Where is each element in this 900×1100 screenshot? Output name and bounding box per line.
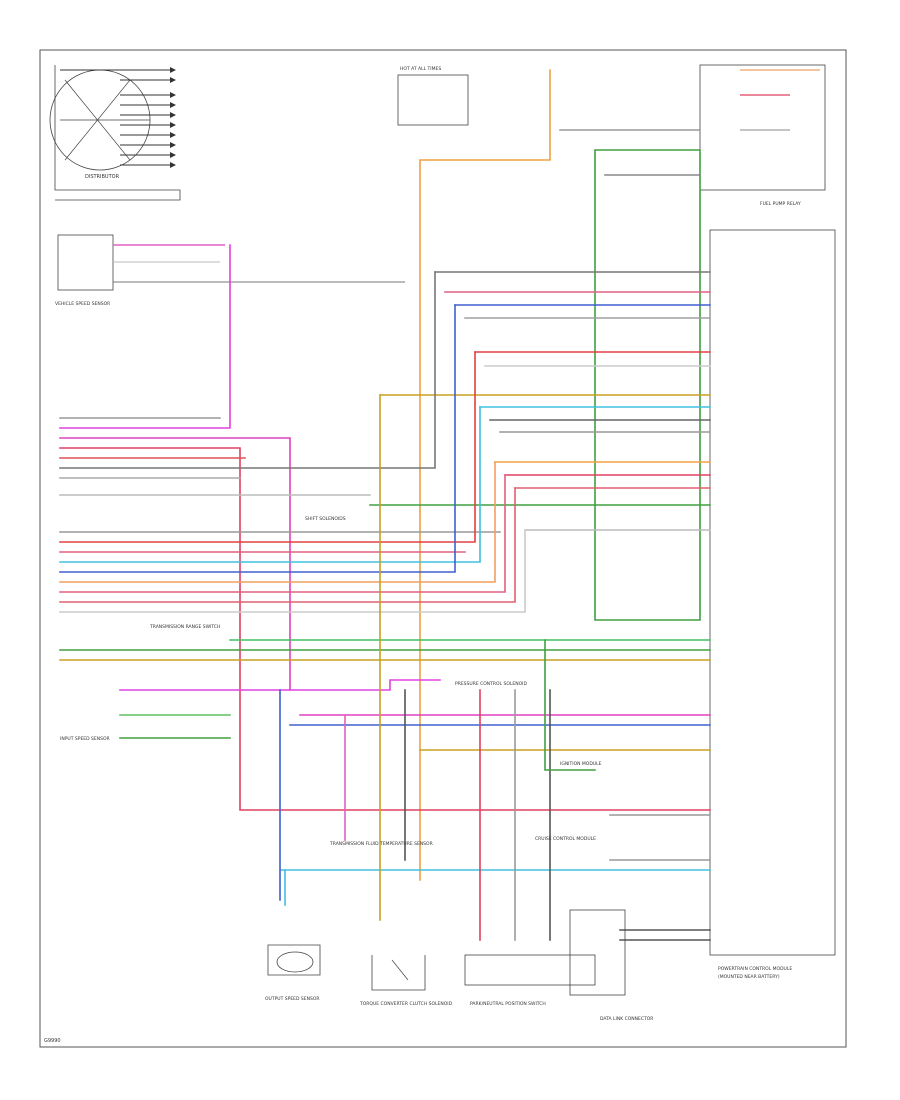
tft-label: TRANSMISSION FLUID TEMPERATURE SENSOR [329,841,433,847]
distributor: DISTRIBUTOR [49,65,181,201]
fuse-box: HOT AT ALL TIMES [397,66,469,126]
fuse-label: HOT AT ALL TIMES [400,66,441,72]
wire-harness [59,69,711,941]
pcm: POWERTRAIN CONTROL MODULE (MOUNTED NEAR … [709,229,836,980]
page-code: G9990 [44,1038,61,1044]
fuel-pump-relay: FUEL PUMP RELAY [699,64,826,207]
output-speed-label: OUTPUT SPEED SENSOR [265,996,320,1002]
pcm-note: (MOUNTED NEAR BATTERY) [718,974,780,980]
tcc-label: TORQUE CONVERTER CLUTCH SOLENOID [359,1001,453,1007]
input-speed-label: INPUT SPEED SENSOR [60,736,110,742]
ignition-label: IGNITION MODULE [560,761,602,767]
shift-solenoids-label: SHIFT SOLENOIDS [305,516,346,522]
bottom-components: OUTPUT SPEED SENSOR TORQUE CONVERTER CLU… [265,909,653,1022]
vss-label: VEHICLE SPEED SENSOR [55,301,110,307]
pressure-ctrl-label: PRESSURE CONTROL SOLENOID [455,681,527,687]
trans-range-label: TRANSMISSION RANGE SWITCH [149,624,220,630]
sensor-box-left: VEHICLE SPEED SENSOR [55,234,405,307]
data-link-label: DATA LINK CONNECTOR [600,1016,653,1022]
park-neutral-label: PARK/NEUTRAL POSITION SWITCH [470,1001,546,1007]
distributor-label: DISTRIBUTOR [85,174,120,180]
diagram-frame [39,49,847,1048]
fuel-pump-relay-label: FUEL PUMP RELAY [760,201,801,207]
pcm-label: POWERTRAIN CONTROL MODULE [718,966,792,972]
cruise-label: CRUISE CONTROL MODULE [535,836,596,842]
